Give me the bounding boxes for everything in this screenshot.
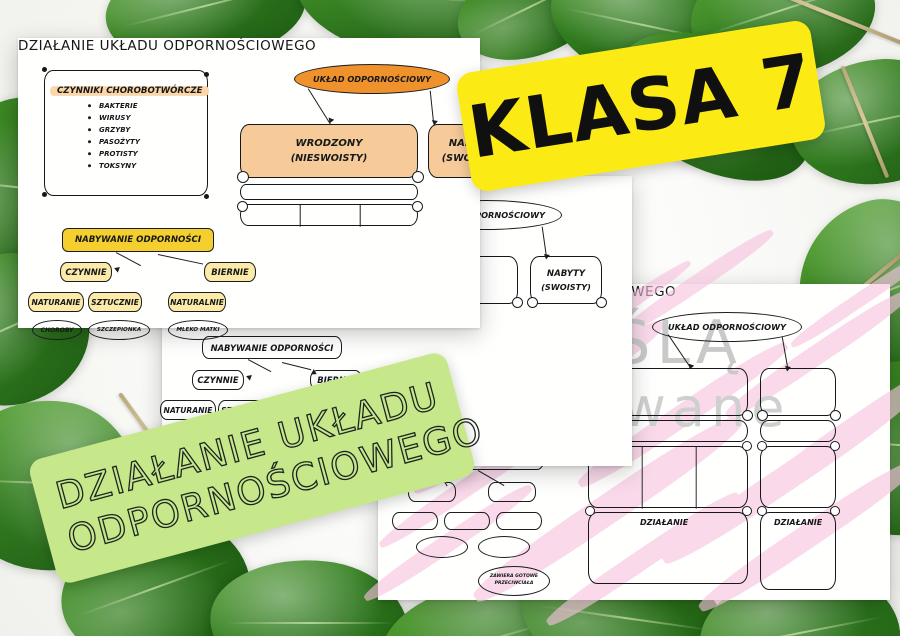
ring-icon [742,506,752,516]
s3-action-left-label: DZIAŁANIE [640,518,689,527]
grid-divider [641,446,643,509]
s3-blank-passive[interactable] [488,482,536,502]
connector [247,359,272,373]
s2-active-natural-label: NATURANIE [163,405,213,415]
s3-note-text: ZAWIERA GOTOWE PRZECIWCIAŁA [489,574,539,586]
arrow-head [245,373,252,381]
ring-icon [830,410,841,421]
s2-adaptive-label: NABYTY [546,268,586,279]
ring-icon [412,171,424,183]
s1-example-choroby-label: CHOROBY [40,326,74,334]
grid-divider [299,204,301,227]
s3-adaptive-grid[interactable] [760,446,836,508]
s1-immune-root-label: UKŁAD ODPORNOŚCIOWY [312,74,432,84]
s1-active-natural-box: NATURANIE [28,292,84,312]
s3-innate-action[interactable] [588,512,748,584]
s1-pathogens-frame [44,70,208,196]
s1-acquire-heading: NABYWANIE ODPORNOŚCI [74,235,202,245]
s3-action-right-label: DZIAŁANIE [774,518,823,527]
list-item: BAKTERIE [86,102,140,110]
ring-icon [512,297,523,308]
ring-icon [757,506,767,516]
s1-acquire-heading-box: NABYWANIE ODPORNOŚCI [62,228,214,252]
list-item: PROTISTY [86,150,140,158]
s3-innate-grid[interactable] [588,446,748,508]
connector [115,252,142,267]
s3-blank-e1[interactable] [416,536,468,558]
corner-dot [42,67,47,72]
connector [157,254,204,265]
s1-passive-box: BIERNIE [204,262,256,282]
s1-pathogens-heading-wrap: CZYNNIKI CHOROBOTWÓRCZE [50,78,210,97]
s3-blank-n1[interactable] [392,512,438,530]
connector [281,362,312,371]
ring-icon [237,171,249,183]
s1-innate-band [240,184,418,200]
list-item: WIRUSY [86,114,140,122]
s3-adaptive-action[interactable] [760,512,836,590]
s1-passive-label: BIERNIE [211,267,249,277]
worksheet-1-title: DZIAŁANIE UKŁADU ODPORNOŚCIOWEGO [18,38,317,54]
s1-passive-natural-box: NATURALNIE [168,292,226,312]
s2-acquire-heading: NABYWANIE ODPORNOŚCI [210,342,334,353]
s1-example-szczepionka: SZCZEPIONKA [88,320,150,340]
s2-active-box: CZYNNIE [192,370,244,390]
list-item: PASOŻYTY [86,138,140,146]
s3-blank-n2[interactable] [444,512,490,530]
s1-innate-box: WRODZONY (NIESWOISTY) [240,124,418,178]
list-item: GRZYBY [86,126,140,134]
s1-innate-label: WRODZONY [295,138,363,149]
s1-active-label: CZYNNIE [65,267,107,277]
s1-passive-natural-label: NATURALNIE [170,297,224,307]
ring-icon [757,410,768,421]
s3-blank-e2[interactable] [478,536,530,558]
ring-icon [237,201,248,212]
corner-dot [204,194,209,199]
s3-note-ellipse: ZAWIERA GOTOWE PRZECIWCIAŁA [478,566,550,596]
ring-icon [757,441,767,451]
s1-pathogens-heading: CZYNNIKI CHOROBOTWÓRCZE [50,85,210,97]
connector [541,226,547,257]
list-item: TOKSYNY [86,162,140,170]
ring-icon [742,441,752,451]
s3-blank-n3[interactable] [496,512,542,530]
s1-active-box: CZYNNIE [60,262,112,282]
ring-icon [412,201,423,212]
corner-dot [204,72,209,77]
s1-active-natural-label: NATURANIE [31,297,81,307]
ring-icon [830,506,840,516]
s1-active-artificial-label: SZTUCZNIE [91,297,139,307]
s2-adaptive-box: NABYTY (SWOISTY) [530,256,602,304]
s1-active-artificial-box: SZTUCZNIE [88,292,142,312]
ring-icon [830,441,840,451]
s1-pathogen-list: BAKTERIE WIRUSY GRZYBY PASOŻYTY PROTISTY… [86,102,140,174]
ring-icon [742,410,753,421]
s1-example-mleko-label: MLEKO MATKI [176,327,220,333]
s3-immune-root: UKŁAD ODPORNOŚCIOWY [652,312,802,342]
s2-active-label: CZYNNIE [197,375,239,385]
ring-icon [527,297,538,308]
s1-example-szczepionka-label: SZCZEPIONKA [96,327,142,333]
s2-adaptive-sub: (SWOISTY) [541,281,591,292]
s3-adaptive-box[interactable] [760,368,836,416]
s3-adaptive-band[interactable] [760,420,836,442]
grid-divider [359,204,361,227]
s2-acquire-heading-box: NABYWANIE ODPORNOŚCI [202,336,342,359]
s1-example-choroby: CHOROBY [32,320,82,340]
s1-innate-sub: (NIESWOISTY) [290,153,368,164]
arrow-head [113,265,120,273]
s1-immune-root: UKŁAD ODPORNOŚCIOWY [294,64,450,94]
s1-innate-grid [240,204,418,226]
connector [429,90,435,123]
ring-icon [585,506,595,516]
s2-immune-root-label: UKŁAD ODPORNOŚCIOWY [426,210,546,220]
corner-dot [42,192,47,197]
s1-example-mleko: MLEKO MATKI [168,320,228,340]
grid-divider [695,446,697,509]
worksheet-1[interactable]: DZIAŁANIE UKŁADU ODPORNOŚCIOWEGO CZYNNIK… [18,38,514,340]
s3-immune-root-label: UKŁAD ODPORNOŚCIOWY [667,322,787,332]
connector [781,336,789,369]
ring-icon [596,297,607,308]
